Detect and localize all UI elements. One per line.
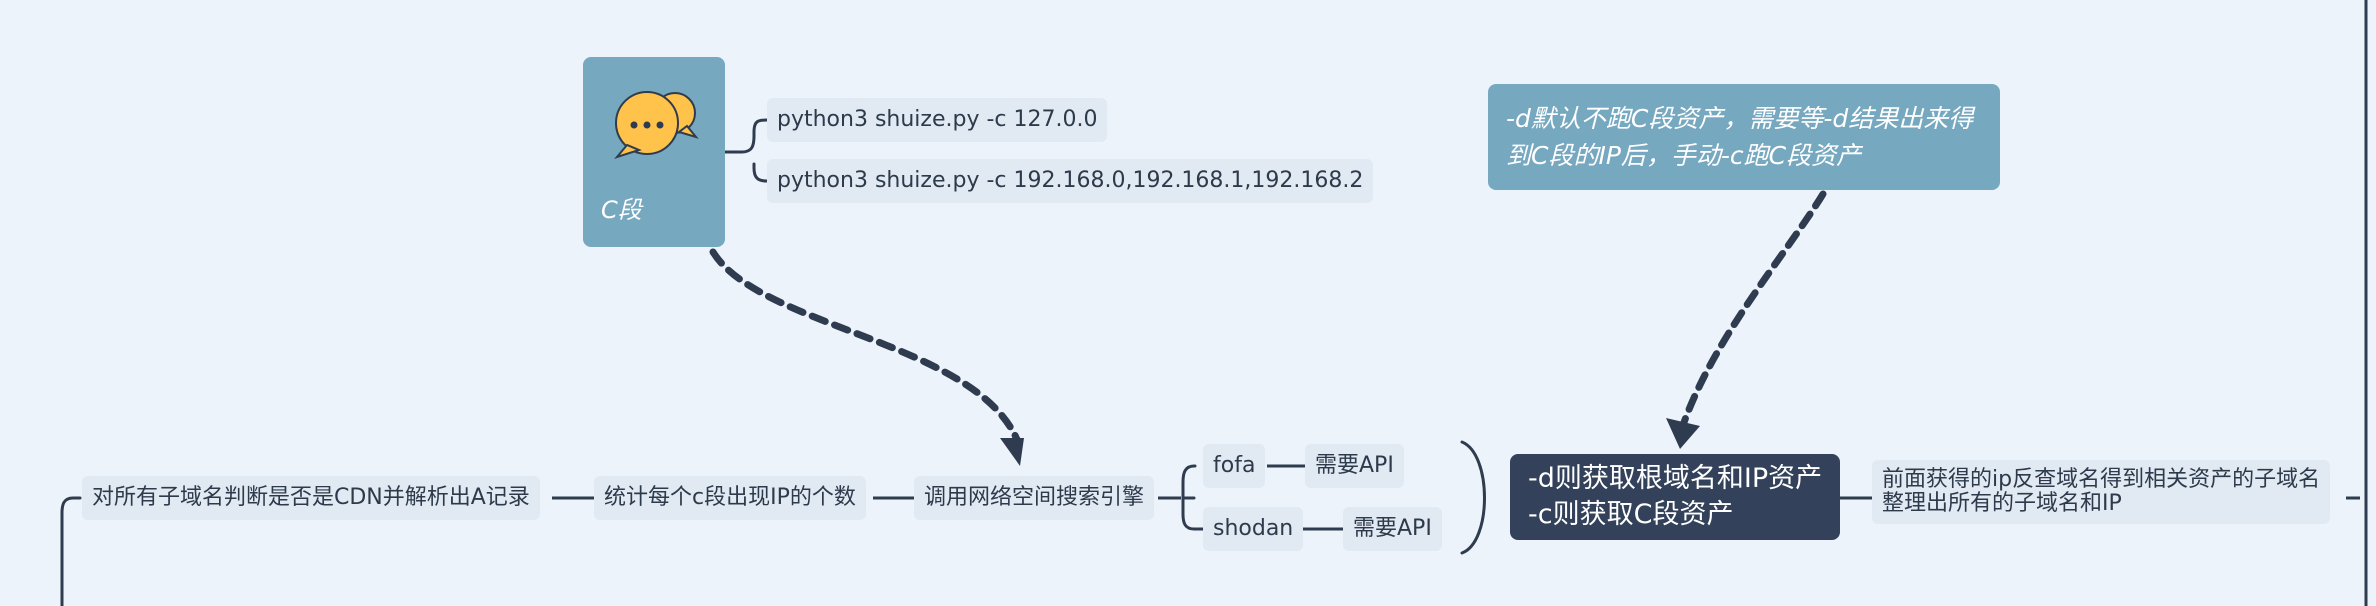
d-note-arrowhead <box>1666 418 1700 449</box>
cdn-check-node[interactable]: 对所有子域名判断是否是CDN并解析出A记录 <box>82 476 540 520</box>
engine-fofa-api-note[interactable]: 需要API <box>1305 444 1404 488</box>
main-domain-ip-node[interactable]: -d则获取根域名和IP资产 -c则获取C段资产 <box>1510 454 1841 540</box>
command-localhost-c-segment[interactable]: python3 shuize.py -c 127.0.0 <box>767 98 1108 142</box>
engine-branch-connector <box>1181 464 1205 531</box>
left-vertical-connector <box>60 496 82 606</box>
command-multi-c-segment[interactable]: python3 shuize.py -c 192.168.0,192.168.1… <box>767 159 1374 203</box>
main-node-line-c-segment: -c则获取C段资产 <box>1528 499 1734 530</box>
engine-shodan-api-note[interactable]: 需要API <box>1343 507 1442 551</box>
c-segment-dashed-arrow <box>709 248 1022 446</box>
engine-fofa[interactable]: fofa <box>1203 444 1266 488</box>
reverse-lookup-line-summary: 整理出所有的子域名和IP <box>1882 491 2122 516</box>
call-engine-node[interactable]: 调用网络空间搜索引擎 <box>914 476 1155 520</box>
engine-shodan[interactable]: shodan <box>1203 507 1304 551</box>
reverse-lookup-node[interactable]: 前面获得的ip反查域名得到相关资产的子域名 整理出所有的子域名和IP <box>1872 460 2331 524</box>
c-segment-arrowhead <box>1000 438 1024 466</box>
d-note-dashed-arrow <box>1678 190 1827 432</box>
c-segment-label: C段 <box>601 196 642 224</box>
big-bracket <box>1460 440 1486 555</box>
chat-bubbles-icon <box>614 91 699 159</box>
d-note-text: -d默认不跑C段资产，需要等-d结果出来得到C段的IP后，手动-c跑C段资产 <box>1506 104 1974 170</box>
d-note-node[interactable]: -d默认不跑C段资产，需要等-d结果出来得到C段的IP后，手动-c跑C段资产 <box>1488 84 2000 190</box>
reverse-lookup-line-subdomains: 前面获得的ip反查域名得到相关资产的子域名 <box>1882 467 2321 492</box>
count-ip-node[interactable]: 统计每个c段出现IP的个数 <box>594 476 866 520</box>
main-node-line-domain: -d则获取根域名和IP资产 <box>1528 463 1823 494</box>
c-segment-branch-connector <box>721 118 769 183</box>
c-segment-node[interactable]: C段 <box>583 57 725 247</box>
